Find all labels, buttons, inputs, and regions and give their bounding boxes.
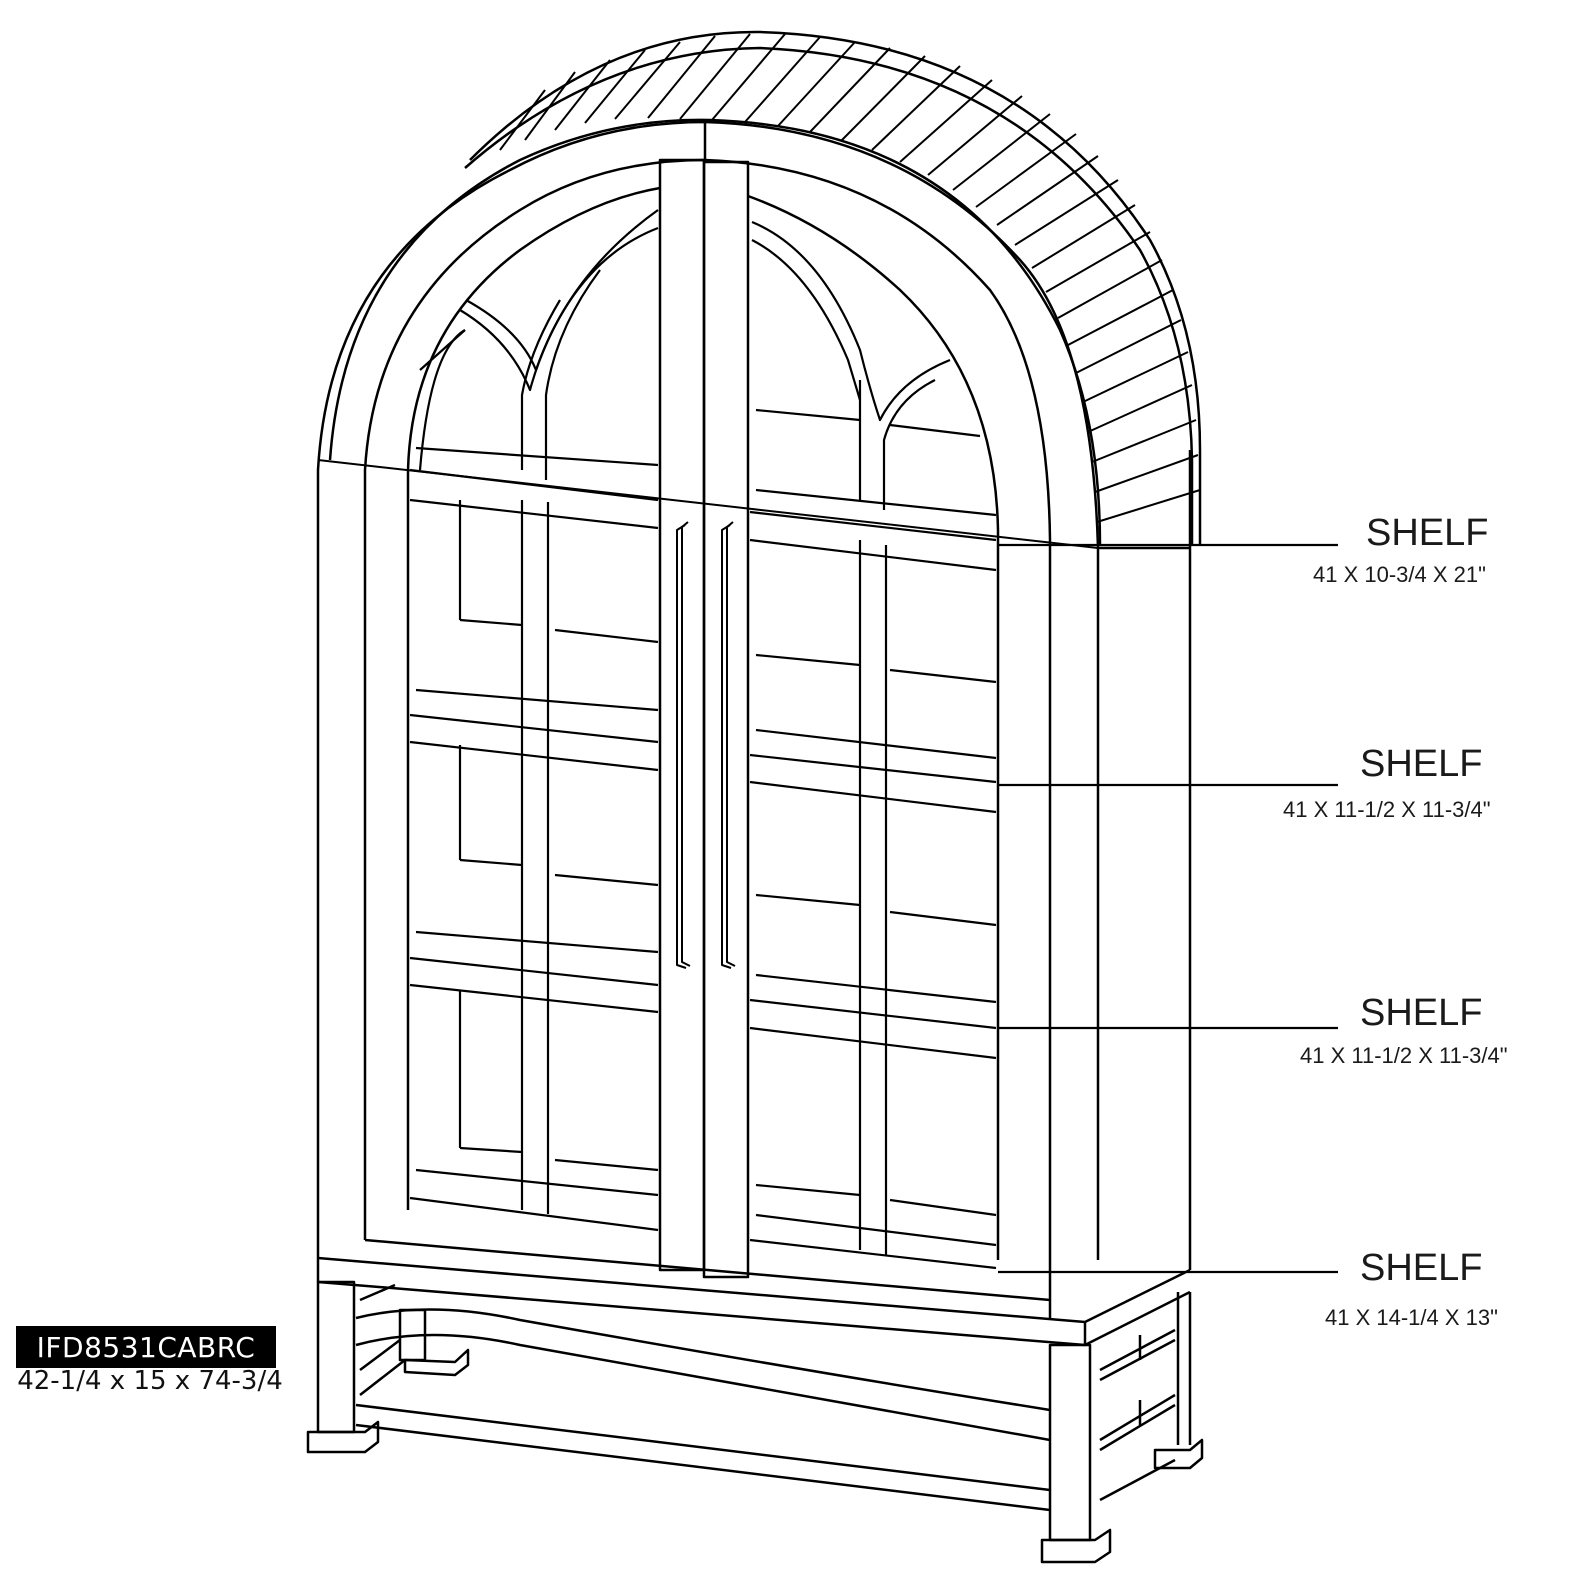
callout-leaders [998, 543, 1338, 1274]
right-door-grid [749, 408, 997, 1270]
cabinet-base [306, 1238, 1204, 1564]
product-code-badge: IFD8531CABRC [16, 1326, 276, 1368]
callout-title-2: SHELF [1360, 743, 1483, 785]
outer-arch-frame [316, 120, 1192, 1320]
door-frame [406, 158, 1000, 1279]
callout-dims-2: 41 X 11-1/2 X 11-3/4" [1283, 797, 1491, 822]
callout-dims-1: 41 X 10-3/4 X 21" [1313, 562, 1486, 587]
callout-title-4: SHELF [1360, 1247, 1483, 1289]
product-dimensions: 42-1/4 x 15 x 74-3/4 [17, 1366, 283, 1396]
crown-top [328, 30, 1202, 546]
callout-dims-4: 41 X 14-1/4 X 13" [1325, 1305, 1498, 1330]
gothic-muntins [418, 209, 951, 510]
left-door-grid [409, 446, 659, 1232]
callout-title-3: SHELF [1360, 992, 1483, 1034]
callout-title-1: SHELF [1366, 512, 1489, 554]
callout-dims-3: 41 X 11-1/2 X 11-3/4" [1300, 1043, 1508, 1068]
